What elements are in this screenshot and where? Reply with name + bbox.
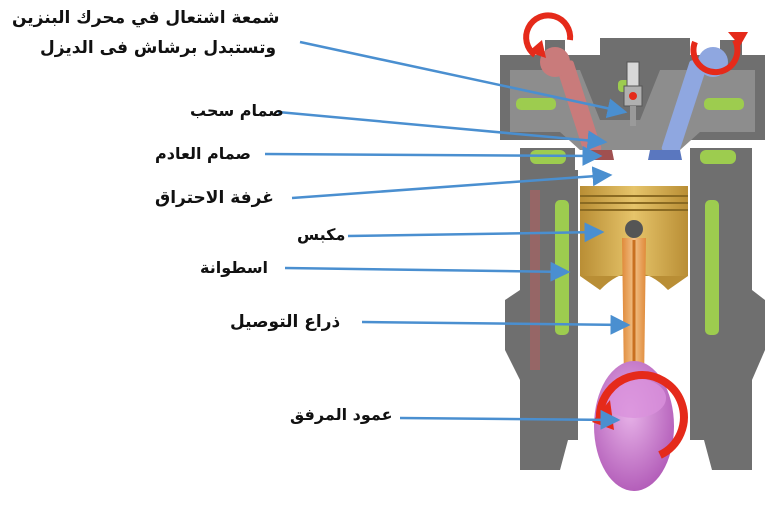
label-piston: مكبس xyxy=(297,225,345,245)
label-spark-plug-line1: شمعة اشتعال في محرك البنزين xyxy=(12,8,280,28)
label-spark-plug-line2: وتستبدل برشاش فى الديزل xyxy=(40,38,276,58)
leader-line-crankshaft xyxy=(400,418,618,420)
label-cylinder: اسطوانة xyxy=(200,258,268,278)
combustion-chamber-shape xyxy=(580,170,690,185)
label-connecting-rod: ذراع التوصيل xyxy=(230,312,340,332)
label-combustion-chamber: غرفة الاحتراق xyxy=(155,188,274,208)
label-crankshaft: عمود المرفق xyxy=(290,405,393,425)
leader-line-connecting-rod xyxy=(362,322,628,325)
label-exhaust-valve: صمام العادم xyxy=(155,144,251,164)
label-intake-valve: صمام سحب xyxy=(190,101,284,121)
